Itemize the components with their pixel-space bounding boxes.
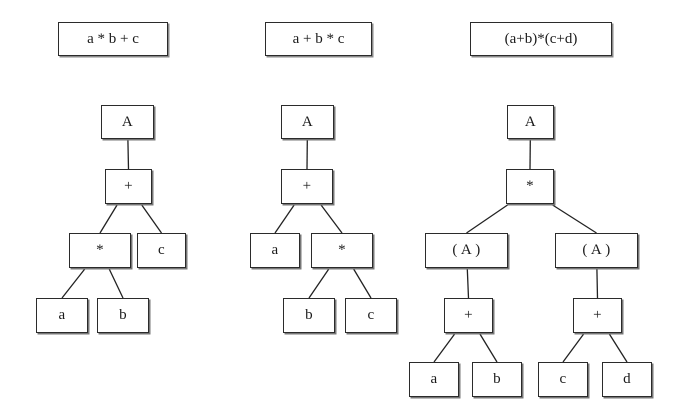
tree-node-t2-a: a [250, 233, 300, 268]
tree-edge [478, 332, 498, 363]
tree-edge [140, 203, 163, 234]
tree-node-t3-parenR: ( A ) [555, 233, 638, 268]
tree-node-t2-c: c [345, 298, 397, 333]
tree-edge [608, 332, 628, 363]
tree-node-t2-b: b [283, 298, 335, 333]
tree-node-t3-b: b [472, 362, 522, 397]
tree-edge [466, 267, 470, 299]
tree-node-t3-c: c [538, 362, 588, 397]
expression-title-3: (a+b)*(c+d) [470, 22, 612, 56]
tree-edge [308, 267, 330, 299]
tree-edge [562, 332, 585, 363]
tree-node-t1-star: * [69, 233, 131, 268]
tree-node-t1-root: A [101, 105, 154, 139]
tree-edge [352, 267, 372, 299]
tree-node-t3-a: a [409, 362, 459, 397]
tree-node-t3-d: d [602, 362, 652, 397]
tree-edge [61, 267, 87, 299]
tree-edge [127, 138, 130, 170]
tree-node-t1-a: a [36, 298, 88, 333]
tree-node-t1-plus: + [105, 169, 152, 204]
tree-node-t3-plusR: + [573, 298, 622, 333]
tree-node-t2-plus: + [281, 169, 333, 204]
tree-edge [433, 332, 456, 363]
tree-edge [550, 203, 597, 234]
tree-node-t3-parenL: ( A ) [425, 233, 508, 268]
tree-node-t2-root: A [281, 105, 334, 139]
tree-edge [466, 203, 510, 234]
tree-edge [596, 267, 599, 299]
tree-node-t1-b: b [97, 298, 149, 333]
tree-node-t3-root: A [507, 105, 554, 139]
expression-title-2: a + b * c [265, 22, 372, 56]
tree-edge [274, 203, 296, 234]
tree-edge [319, 203, 343, 234]
tree-edge [108, 267, 124, 299]
expression-title-1: a * b + c [58, 22, 168, 56]
tree-edge [99, 203, 119, 234]
tree-node-t1-c: c [137, 233, 186, 268]
tree-node-t2-star: * [311, 233, 373, 268]
tree-node-t3-star: * [506, 169, 554, 204]
tree-node-t3-plusL: + [444, 298, 493, 333]
